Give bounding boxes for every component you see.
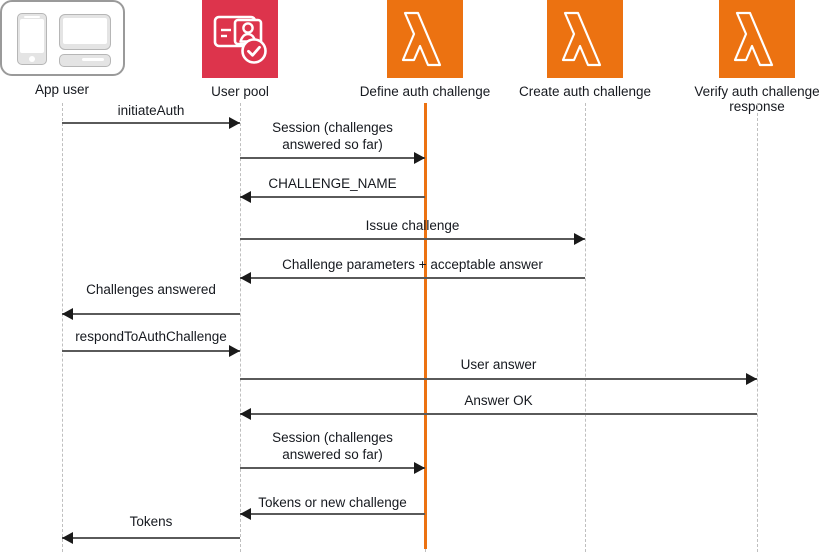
participant-label: Create auth challenge: [518, 84, 652, 99]
lifeline-app-user: [62, 103, 63, 552]
lambda-icon: [719, 0, 795, 78]
participant-verify-auth-challenge-response: Verify auth challenge response: [672, 0, 837, 114]
message-label-m9: Answer OK: [464, 393, 533, 408]
devices-icon: [0, 0, 125, 76]
activation-bar-define-auth-challenge: [424, 103, 427, 549]
message-label-m11: Tokens or new challenge: [258, 495, 407, 510]
message-arrow-m10: [240, 467, 425, 469]
participant-app-user: App user: [0, 0, 147, 97]
arrowhead-m1: [229, 117, 240, 129]
participant-user-pool: User pool: [155, 0, 325, 99]
message-arrow-m9: [240, 413, 757, 415]
message-arrow-m2: [240, 157, 425, 159]
arrowhead-m12: [62, 532, 73, 544]
message-label-m1: initiateAuth: [117, 103, 185, 118]
message-arrow-m8: [240, 378, 757, 380]
message-label-m12: Tokens: [129, 514, 173, 529]
participant-define-auth-challenge: Define auth challenge: [340, 0, 510, 99]
arrowhead-m9: [240, 408, 251, 420]
lambda-icon: [547, 0, 623, 78]
arrowhead-m11: [240, 508, 251, 520]
lifeline-verify-auth: [757, 103, 758, 552]
message-arrow-m7: [62, 350, 240, 352]
message-label-m7: respondToAuthChallenge: [75, 329, 227, 344]
message-label-m3: CHALLENGE_NAME: [268, 176, 397, 191]
arrowhead-m5: [240, 272, 251, 284]
message-arrow-m5: [240, 277, 585, 279]
message-arrow-m3: [240, 196, 425, 198]
user-pool-icon: [202, 0, 278, 78]
participant-label: User pool: [211, 84, 269, 99]
message-label-m8: User answer: [460, 357, 537, 372]
participant-label: Define auth challenge: [359, 84, 491, 99]
message-arrow-m6: [62, 313, 240, 315]
participant-label: Verify auth challenge response: [694, 84, 820, 114]
arrowhead-m4: [574, 233, 585, 245]
message-arrow-m1: [62, 122, 240, 124]
participant-label: App user: [34, 82, 90, 97]
message-label-m2: Session (challenges answered so far): [272, 120, 393, 152]
arrowhead-m7: [229, 345, 240, 357]
arrowhead-m2: [414, 152, 425, 164]
message-label-m6: Challenges answered: [86, 282, 216, 297]
arrowhead-m10: [414, 462, 425, 474]
lambda-icon: [387, 0, 463, 78]
arrowhead-m3: [240, 191, 251, 203]
message-arrow-m12: [62, 537, 240, 539]
message-arrow-m11: [240, 513, 425, 515]
message-label-m4: Issue challenge: [365, 218, 460, 233]
lifeline-create-auth: [585, 103, 586, 552]
message-arrow-m4: [240, 238, 585, 240]
message-label-m5: Challenge parameters + acceptable answer: [282, 257, 543, 272]
lifeline-user-pool: [240, 103, 241, 552]
participant-create-auth-challenge: Create auth challenge: [500, 0, 670, 99]
arrowhead-m8: [746, 373, 757, 385]
arrowhead-m6: [62, 308, 73, 320]
message-label-m10: Session (challenges answered so far): [272, 430, 393, 462]
